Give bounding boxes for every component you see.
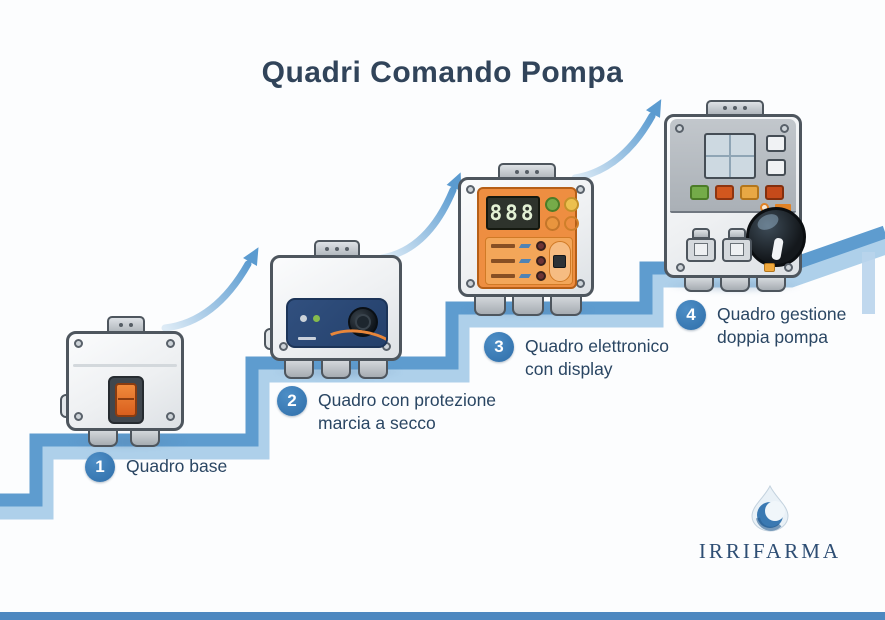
screw xyxy=(466,279,475,288)
brand-mark xyxy=(298,337,316,340)
control-panel-navy xyxy=(286,298,388,348)
screw xyxy=(675,124,684,133)
round-led-icon xyxy=(536,241,546,251)
status-led-icon xyxy=(300,315,307,322)
cable-gland-bottom xyxy=(284,358,314,379)
screw xyxy=(166,412,175,421)
knob-highlight xyxy=(755,211,781,233)
screw xyxy=(576,279,585,288)
cable-gland-bottom xyxy=(474,294,506,316)
screw xyxy=(676,263,685,272)
round-led-icon xyxy=(536,271,546,281)
status-led-icon xyxy=(313,315,320,322)
cable-gland-bottom xyxy=(684,276,714,292)
amber-button-icon xyxy=(740,185,759,200)
growth-arrow-icon xyxy=(161,247,259,332)
growth-arrow-icon xyxy=(571,99,662,182)
cable-gland-bottom xyxy=(321,358,351,379)
connector-socket-icon xyxy=(686,228,716,262)
label-mark xyxy=(491,274,515,278)
screw xyxy=(74,412,83,421)
enclosure-seam xyxy=(73,364,177,367)
step-badge-4: 4 xyxy=(676,300,706,330)
staircase-band-right xyxy=(862,252,875,314)
control-panel-orange: 888 xyxy=(477,187,579,289)
knob-center xyxy=(355,314,371,330)
screw xyxy=(279,342,288,351)
step-4: 4 Quadro gestione doppia pompa xyxy=(676,300,846,349)
round-led-icon xyxy=(536,256,546,266)
cable-gland-top xyxy=(107,316,145,334)
device-illustration-quadro-protezione-marcia-a-secco xyxy=(264,240,404,380)
connector-socket-icon xyxy=(722,228,752,262)
white-button-icon xyxy=(766,159,786,176)
step-badge-2: 2 xyxy=(277,386,307,416)
cable-gland-bottom xyxy=(550,294,582,316)
irrifarma-logo: IRRIFARMA xyxy=(688,484,852,564)
connector-inner xyxy=(730,243,744,256)
cable-gland-bottom xyxy=(756,276,786,292)
device-illustration-quadro-gestione-doppia-pompa xyxy=(662,100,806,292)
screw xyxy=(166,339,175,348)
power-rocker-switch-icon xyxy=(115,383,137,417)
lcd-display xyxy=(704,133,756,179)
red-button-icon xyxy=(715,185,734,200)
orange-indicator xyxy=(764,263,775,272)
green-button-icon xyxy=(690,185,709,200)
device-illustration-quadro-elettronico-display: 888 xyxy=(458,163,596,317)
red-button-icon xyxy=(765,185,784,200)
connector-inner xyxy=(694,243,708,256)
step-label-2: Quadro con protezione marcia a secco xyxy=(318,390,497,434)
step-badge-3: 3 xyxy=(484,332,514,362)
screw xyxy=(576,185,585,194)
blue-tick-icon xyxy=(518,259,532,263)
step-label-1: Quadro base xyxy=(126,456,228,476)
control-panel-grey xyxy=(670,119,796,213)
screw xyxy=(784,263,793,272)
step-3: 3 Quadro elettronico con display xyxy=(484,332,669,381)
knob-pointer xyxy=(771,237,784,261)
cable-gland-bottom xyxy=(512,294,544,316)
step-badge-1: 1 xyxy=(85,452,115,482)
step-2: 2 Quadro con protezione marcia a secco xyxy=(277,386,496,435)
footer-accent-bar xyxy=(0,612,885,620)
yellow-button-icon xyxy=(564,197,579,212)
screw xyxy=(780,124,789,133)
screw xyxy=(74,339,83,348)
indicator-sub-panel xyxy=(485,237,573,285)
step-1: 1 Quadro base xyxy=(85,452,227,482)
rocker-line xyxy=(118,398,134,400)
device-illustration-quadro-base xyxy=(60,316,186,448)
display-grid-line xyxy=(706,155,754,157)
cable-gland-bottom xyxy=(720,276,750,292)
orange-button-icon xyxy=(545,216,560,231)
orange-ring-button-icon xyxy=(564,216,579,231)
green-button-icon xyxy=(545,197,560,212)
blue-tick-icon xyxy=(518,244,532,248)
screw xyxy=(466,185,475,194)
step-label-3: Quadro elettronico con display xyxy=(525,336,669,380)
switch-slot xyxy=(549,241,571,282)
seven-segment-display: 888 xyxy=(486,196,540,230)
display-value: 888 xyxy=(489,201,537,225)
step-label-4: Quadro gestione doppia pompa xyxy=(717,304,847,348)
rotary-selector-knob-icon xyxy=(746,207,806,267)
white-button-icon xyxy=(766,135,786,152)
label-mark xyxy=(491,244,515,248)
logo-text: IRRIFARMA xyxy=(698,539,842,563)
cable-gland-bottom xyxy=(358,358,388,379)
water-drop-icon xyxy=(751,484,789,532)
blue-tick-icon xyxy=(518,274,532,278)
toggle-switch-icon xyxy=(553,255,566,268)
page-title: Quadri Comando Pompa xyxy=(261,56,624,89)
label-mark xyxy=(491,259,515,263)
